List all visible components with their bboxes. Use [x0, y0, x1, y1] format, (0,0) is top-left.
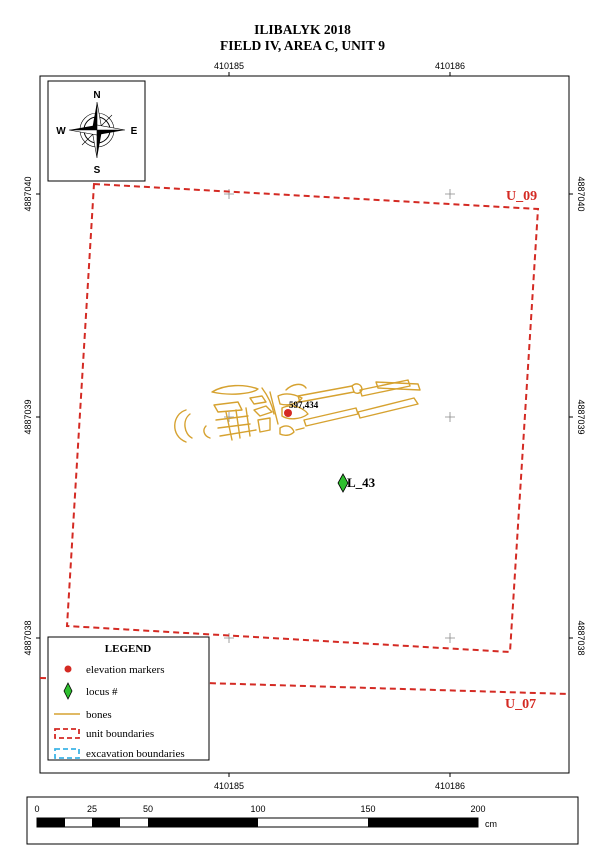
y-label-right-3: 4887038: [576, 620, 586, 655]
scale-tick-0: 0: [34, 804, 39, 814]
compass-west: W: [56, 126, 66, 137]
compass-east: E: [131, 126, 138, 137]
legend-item-excavation-boundaries: excavation boundaries: [86, 748, 185, 760]
scale-tick-100: 100: [250, 804, 265, 814]
x-label-top-1: 410185: [214, 61, 244, 71]
x-label-bottom-1: 410185: [214, 781, 244, 791]
y-label-left-1: 4887040: [23, 176, 33, 211]
compass-north: N: [93, 90, 100, 101]
red-dashed-box-icon: [54, 728, 80, 739]
frame-ticks: [36, 72, 573, 777]
locus-marker: [337, 473, 349, 493]
scale-tick-200: 200: [470, 804, 485, 814]
x-label-top-2: 410186: [435, 61, 465, 71]
legend-item-elevation: elevation markers: [86, 664, 165, 676]
elevation-marker-label: 597,434: [289, 400, 319, 410]
legend-title: LEGEND: [105, 643, 152, 655]
x-label-bottom-2: 410186: [435, 781, 465, 791]
unit-label-u09: U_09: [506, 189, 537, 204]
y-label-left-3: 4887038: [23, 620, 33, 655]
red-dot-icon: [64, 665, 72, 673]
compass-rose-icon: [47, 80, 146, 182]
legend-item-unit-boundaries: unit boundaries: [86, 728, 154, 740]
scale-tick-150: 150: [360, 804, 375, 814]
scale-unit: cm: [485, 819, 497, 829]
locus-label: L_43: [347, 475, 376, 490]
y-label-left-2: 4887039: [23, 399, 33, 434]
grid-crosses: [224, 189, 455, 643]
scale-tick-50: 50: [143, 804, 153, 814]
legend: LEGEND elevation markers locus # bones u…: [47, 636, 210, 761]
unit-label-u07: U_07: [505, 697, 536, 712]
unit-boundary-u07: [39, 677, 570, 695]
y-label-right-1: 4887040: [576, 176, 586, 211]
y-label-right-2: 4887039: [576, 399, 586, 434]
compass-south: S: [94, 165, 101, 176]
scale-bar: [26, 796, 579, 845]
legend-item-bones: bones: [86, 709, 112, 721]
legend-item-locus: locus #: [86, 686, 118, 698]
blue-dashed-box-icon: [54, 748, 80, 759]
green-diamond-icon: [63, 682, 73, 700]
scale-tick-25: 25: [87, 804, 97, 814]
skeleton-bones: [174, 379, 421, 443]
map-title: ILIBALYK 2018: [254, 22, 351, 37]
elevation-marker: [284, 409, 292, 417]
map-subtitle: FIELD IV, AREA C, UNIT 9: [220, 38, 385, 53]
